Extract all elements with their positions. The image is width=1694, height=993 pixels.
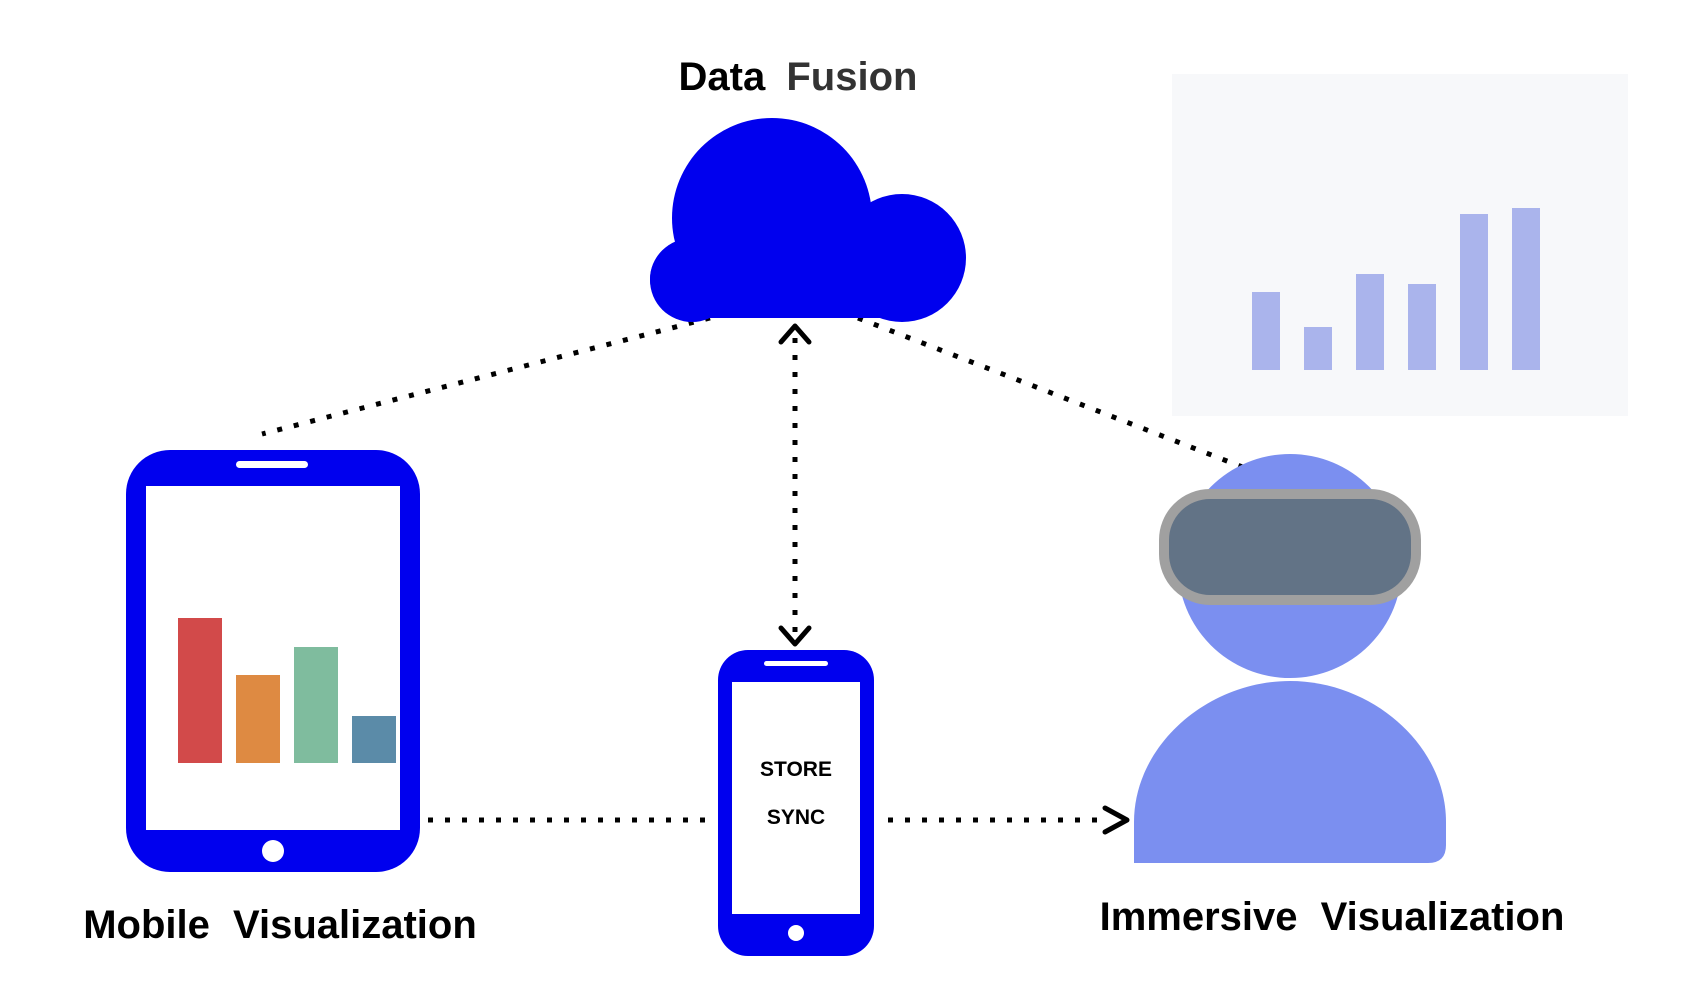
tablet-chart-bar-3 [294,647,338,763]
immersive-visualization-label: Immersive Visualization [1100,895,1565,939]
arrow-down-to-phone [778,625,812,647]
arrowheads [778,323,1130,835]
immersive-label-word2: Visualization [1321,895,1565,939]
panel-chart-bar-4 [1408,284,1436,370]
panel-chart-bar-5 [1460,214,1488,370]
panel-chart-bar-6 [1512,208,1540,370]
tablet-bar-chart [178,618,396,763]
floating-chart-panel [1172,74,1628,416]
smartphone-icon: STORE SYNC [718,650,874,956]
phone-home-button [788,925,804,941]
tablet-chart-bar-1 [178,618,222,763]
arrow-up-to-cloud [778,323,812,345]
panel-chart-bar-1 [1252,292,1280,370]
tablet-icon [126,450,420,872]
vr-headset [1159,489,1421,605]
arrow-right-to-user [1102,805,1130,835]
tablet-chart-bar-2 [236,675,280,763]
tablet-speaker [236,461,308,468]
tablet-home-button [262,840,284,862]
cloud-icon [650,118,966,322]
mobile-visualization-label: Mobile Visualization [83,903,477,947]
panel-chart-bar-2 [1304,327,1332,370]
connector-cloud-tablet [261,315,711,437]
tablet-chart-bar-4 [352,716,396,763]
panel-chart-bar-3 [1356,274,1384,370]
user-vr-headset-icon [1134,454,1446,863]
connector-cloud-user [857,315,1246,471]
connectors [261,315,1246,823]
diagram-title: Data Fusion [679,55,918,99]
title-word-data: Data [679,55,766,99]
phone-store-label: STORE [760,758,832,781]
mobile-label-word1: Mobile [83,903,210,947]
user-body [1134,681,1446,863]
panel-bar-chart [1252,208,1540,370]
phone-sync-label: SYNC [767,806,825,829]
title-word-fusion: Fusion [786,55,917,99]
mobile-label-word2: Visualization [233,903,477,947]
phone-speaker [764,661,828,666]
panel-background [1172,74,1628,416]
phone-screen [732,682,860,914]
immersive-label-word1: Immersive [1100,895,1298,939]
